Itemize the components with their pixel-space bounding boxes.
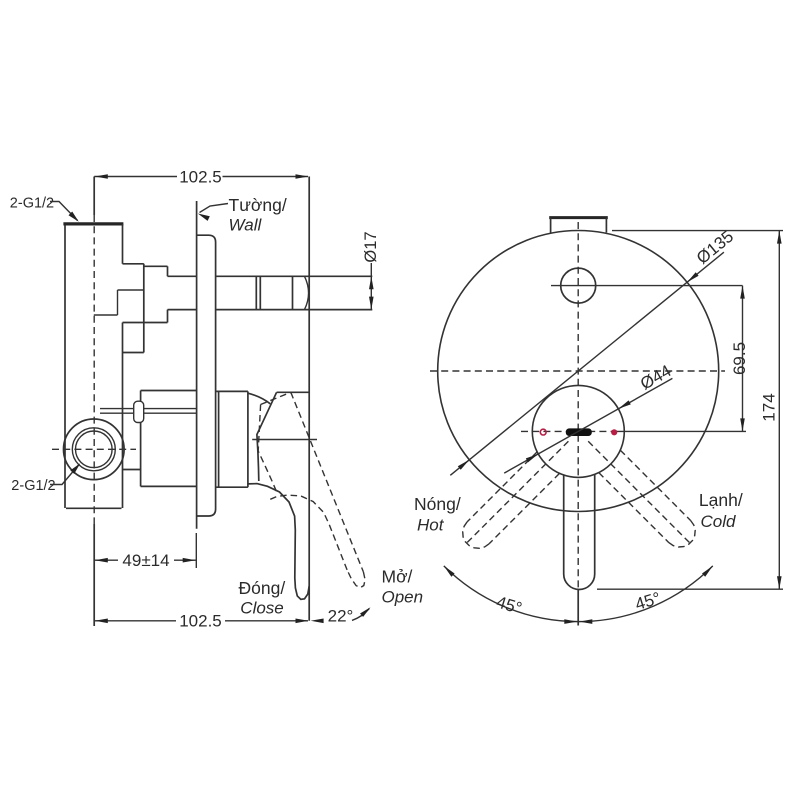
svg-text:Ø44: Ø44 [637,361,674,393]
svg-text:22°: 22° [328,607,354,626]
svg-text:69.5: 69.5 [730,342,749,375]
svg-text:Đóng/: Đóng/ [239,578,286,598]
svg-text:Wall: Wall [229,216,263,235]
svg-text:Ø17: Ø17 [362,231,380,262]
svg-text:102.5: 102.5 [179,612,222,631]
svg-text:Open: Open [382,588,424,607]
svg-text:Ø135: Ø135 [693,227,737,268]
svg-text:45°: 45° [633,588,663,614]
svg-text:2-G1/2: 2-G1/2 [11,478,55,494]
svg-text:Close: Close [240,599,283,618]
svg-text:Cold: Cold [701,512,737,531]
svg-text:Nóng/: Nóng/ [414,494,461,514]
svg-text:Hot: Hot [417,516,445,535]
svg-text:2-G1/2: 2-G1/2 [10,196,54,212]
svg-text:45°: 45° [494,592,524,618]
svg-text:Mở/: Mở/ [382,567,413,587]
svg-text:102.5: 102.5 [179,167,222,186]
svg-text:Tường/: Tường/ [229,195,287,215]
svg-text:174: 174 [760,393,779,421]
svg-text:Lạnh/: Lạnh/ [699,490,743,510]
svg-text:49±14: 49±14 [122,551,169,570]
